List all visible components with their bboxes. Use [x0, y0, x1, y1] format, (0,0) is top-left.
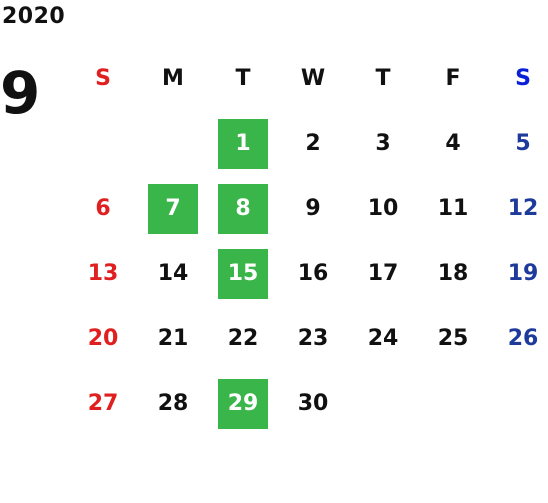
day-number: 4: [445, 131, 461, 156]
day-cell: 18: [418, 241, 488, 306]
day-cell: 22: [208, 306, 278, 371]
year-label: 2020: [2, 4, 66, 29]
day-cell: 14: [138, 241, 208, 306]
empty-day-cell: [68, 111, 138, 176]
day-number: 18: [437, 261, 469, 286]
day-cell: 21: [138, 306, 208, 371]
day-cell: 13: [68, 241, 138, 306]
weekday-header-thu: T: [375, 66, 391, 91]
day-cell: 10: [348, 176, 418, 241]
day-number: 6: [95, 196, 111, 221]
day-number: 26: [507, 326, 539, 351]
day-cell: 4: [418, 111, 488, 176]
day-number: 14: [157, 261, 189, 286]
day-cell: 6: [68, 176, 138, 241]
day-cell: 25: [418, 306, 488, 371]
day-cell: 26: [488, 306, 548, 371]
day-number: 12: [507, 196, 539, 221]
day-cell: 20: [68, 306, 138, 371]
month-label: 9: [0, 59, 41, 127]
day-cell: 2: [278, 111, 348, 176]
day-number: 13: [87, 261, 119, 286]
day-number: 19: [507, 261, 539, 286]
day-number: 9: [305, 196, 321, 221]
day-number: 22: [227, 326, 259, 351]
highlighted-day-number: 8: [218, 183, 268, 234]
day-number: 16: [297, 261, 329, 286]
day-number: 20: [87, 326, 119, 351]
day-cell: 3: [348, 111, 418, 176]
day-cell: 17: [348, 241, 418, 306]
day-cell: 29: [208, 371, 278, 436]
day-number: 25: [437, 326, 469, 351]
day-cell: 8: [208, 176, 278, 241]
day-number: 24: [367, 326, 399, 351]
day-number: 5: [515, 131, 531, 156]
day-cell: 24: [348, 306, 418, 371]
day-number: 21: [157, 326, 189, 351]
weekday-header-mon: M: [162, 66, 184, 91]
highlighted-day-number: 15: [218, 248, 268, 299]
day-number: 23: [297, 326, 329, 351]
day-number: 17: [367, 261, 399, 286]
day-cell: 27: [68, 371, 138, 436]
day-cell: 7: [138, 176, 208, 241]
day-cell: 30: [278, 371, 348, 436]
day-cell: 12: [488, 176, 548, 241]
day-cell: 28: [138, 371, 208, 436]
weekday-header-fri: F: [445, 66, 461, 91]
day-cell: 5: [488, 111, 548, 176]
highlighted-day-number: 7: [148, 183, 198, 234]
weekday-header-sun: S: [95, 66, 111, 91]
weekday-header-wed: W: [300, 66, 326, 91]
day-number: 30: [297, 391, 329, 416]
day-cell: 11: [418, 176, 488, 241]
day-number: 3: [375, 131, 391, 156]
highlighted-day-number: 1: [218, 118, 268, 169]
day-cell: 1: [208, 111, 278, 176]
day-cell: 16: [278, 241, 348, 306]
day-cell: 15: [208, 241, 278, 306]
day-cell: 9: [278, 176, 348, 241]
weekday-header-tue: T: [235, 66, 251, 91]
day-cell: 19: [488, 241, 548, 306]
empty-day-cell: [138, 111, 208, 176]
highlighted-day-number: 29: [218, 378, 268, 429]
day-number: 27: [87, 391, 119, 416]
day-number: 11: [437, 196, 469, 221]
day-number: 10: [367, 196, 399, 221]
weekday-header-sat: S: [515, 66, 531, 91]
day-number: 2: [305, 131, 321, 156]
day-number: 28: [157, 391, 189, 416]
day-cell: 23: [278, 306, 348, 371]
